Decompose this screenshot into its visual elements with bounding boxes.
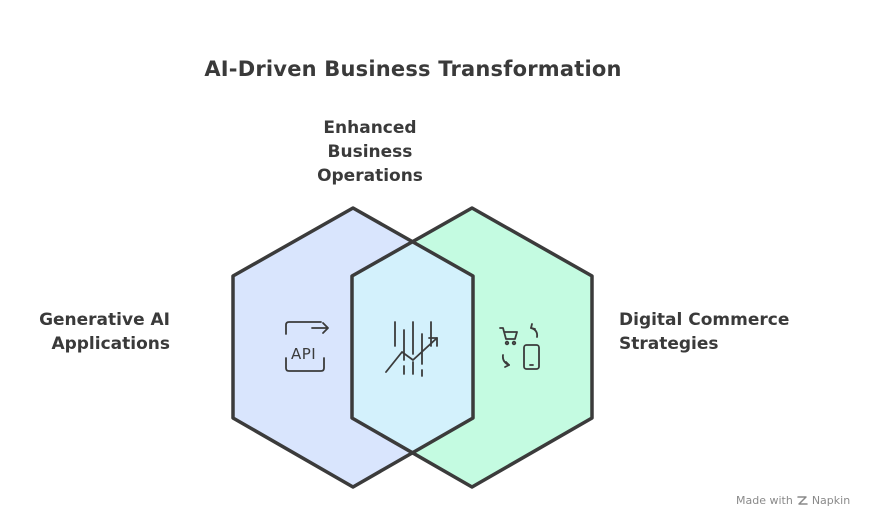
api-icon: API — [285, 321, 329, 372]
watermark-brand: Napkin — [811, 494, 851, 507]
generative-ai-outline — [231, 206, 475, 489]
page-title: AI-Driven Business Transformation — [204, 57, 622, 81]
made-with-napkin-watermark: Made with Napkin — [736, 494, 850, 507]
api-icon-text: API — [291, 345, 316, 363]
cart-mobile-icon — [499, 323, 540, 370]
napkin-logo-icon — [797, 496, 808, 505]
generative-ai-label: Generative AI Applications — [39, 310, 170, 354]
watermark-prefix: Made with — [736, 494, 793, 507]
digital-commerce-outline — [350, 206, 594, 489]
growth-chart-icon — [385, 321, 438, 377]
intersection-label: Enhanced Business Operations — [317, 118, 423, 186]
digital-commerce-label: Digital Commerce Strategies — [619, 310, 790, 354]
